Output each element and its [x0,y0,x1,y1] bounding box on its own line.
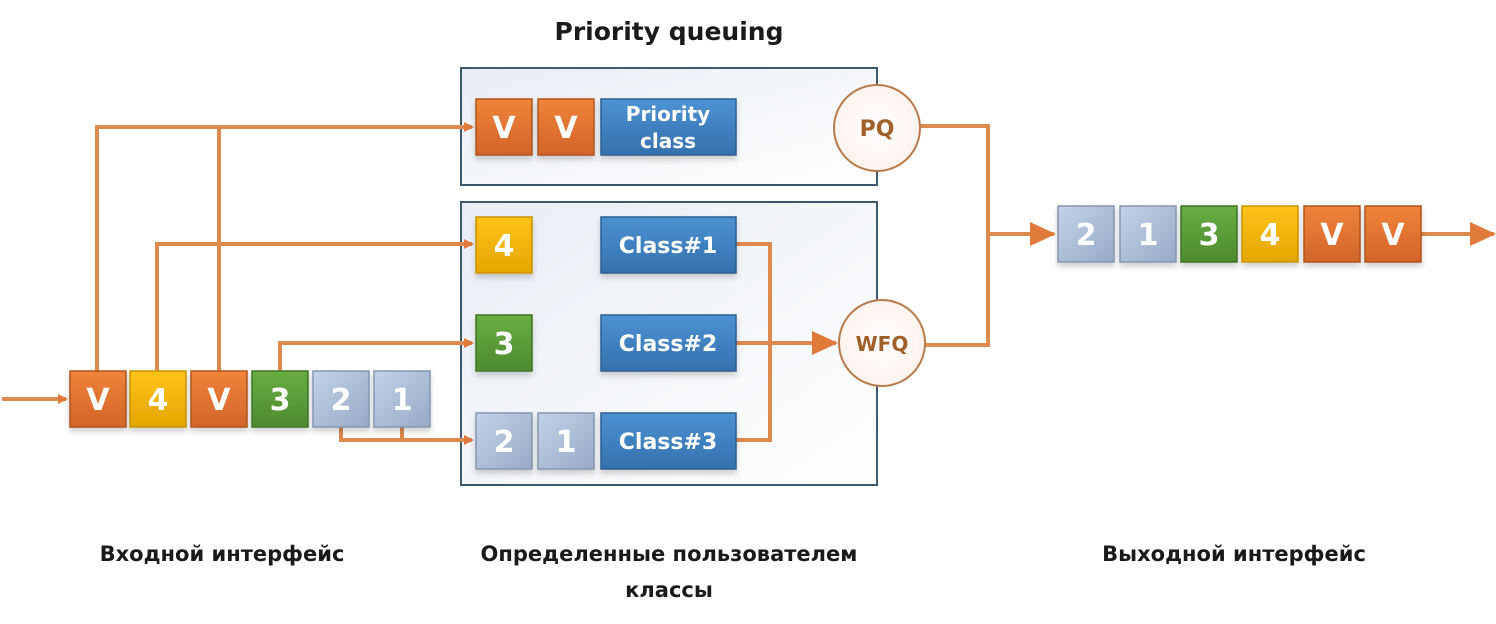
input-packet-box [373,370,431,428]
pq-scheduler-label: PQ [860,117,895,142]
output-queue: 2 1 3 4 V V [1057,205,1422,263]
class-label: Class#3 [619,430,717,455]
input-packet-box [312,370,370,428]
priority-class-label-box [600,98,737,156]
output-packet-label: 2 [1076,218,1097,253]
output-packet-label: V [1381,218,1405,253]
priority-packet-box [537,98,595,156]
packets21-to-class3-arrow [339,427,474,445]
input-packet-label: 4 [148,383,169,418]
output-packet-box [1180,205,1238,263]
voice-to-priority-arrow [95,122,474,371]
output-packet-label: 3 [1199,218,1220,253]
class-packet-label: 1 [556,425,577,460]
pq-scheduler-circle [833,84,921,172]
input-packet [251,370,309,428]
priority-packet-label: V [554,111,578,146]
class-packet-label: 3 [494,327,515,362]
output-packet [1119,205,1177,263]
diagram-title: Priority queuing [555,17,784,46]
output-packet [1241,205,1299,263]
input-packet [373,370,431,428]
packet4-to-class1-arrow [155,239,474,371]
priority-packet [537,98,595,156]
input-packet-label: V [86,383,110,418]
wfq-scheduler-label: WFQ [856,332,909,356]
input-packet-label: 3 [270,383,291,418]
wfq-contents: 4 Class#1 3 Class#2 2 1 Class#3 [475,216,737,470]
flow-lines [2,122,1496,445]
class-packet [475,216,533,274]
class-packet [475,412,533,470]
class-label: Class#1 [619,234,717,259]
output-packet-label: 1 [1138,218,1159,253]
input-packet [190,370,248,428]
class-packet-label: 2 [494,425,515,460]
priority-packet-box [475,98,533,156]
input-packet-box [129,370,187,428]
output-packet [1180,205,1238,263]
class-label-box [600,412,737,470]
output-interface-label: Выходной интерфейс [1102,542,1366,566]
input-packet-label: 1 [392,383,413,418]
class-packet-box [475,412,533,470]
priority-packet-label: V [492,111,516,146]
output-packet-box [1119,205,1177,263]
class-label-box [600,216,737,274]
output-packet [1364,205,1422,263]
output-packet [1057,205,1115,263]
class-packet [537,412,595,470]
user-classes-label-line1: Определенные пользователем [481,542,858,566]
class-packet-box [475,216,533,274]
priority-class-label-line1: Priority [626,102,710,126]
output-packet-label: V [1320,218,1344,253]
input-packet-label: V [207,383,231,418]
wfq-scheduler-circle [838,299,926,387]
class-label-box [600,314,737,372]
input-interface-label: Входной интерфейс [100,542,345,566]
input-packet-box [190,370,248,428]
output-packet-label: 4 [1260,218,1281,253]
class-packet [475,314,533,372]
output-packet [1303,205,1361,263]
priority-packet [475,98,533,156]
input-packet [129,370,187,428]
input-queue: V 4 V 3 2 1 [69,370,431,428]
class-packet-box [475,314,533,372]
class-packet-label: 4 [494,229,515,264]
output-packet-box [1303,205,1361,263]
input-packet-box [251,370,309,428]
output-packet-box [1364,205,1422,263]
user-classes-label-line2: классы [625,578,713,602]
output-packet-box [1057,205,1115,263]
output-packet-box [1241,205,1299,263]
input-packet-label: 2 [331,383,352,418]
input-packet [69,370,127,428]
priority-class-label-line2: class [640,129,696,153]
input-packet-box [69,370,127,428]
input-packet [312,370,370,428]
class-packet-box [537,412,595,470]
schedulers-merge-line [920,124,990,347]
packet3-to-class2-arrow [278,338,474,371]
class-label: Class#2 [619,332,717,357]
